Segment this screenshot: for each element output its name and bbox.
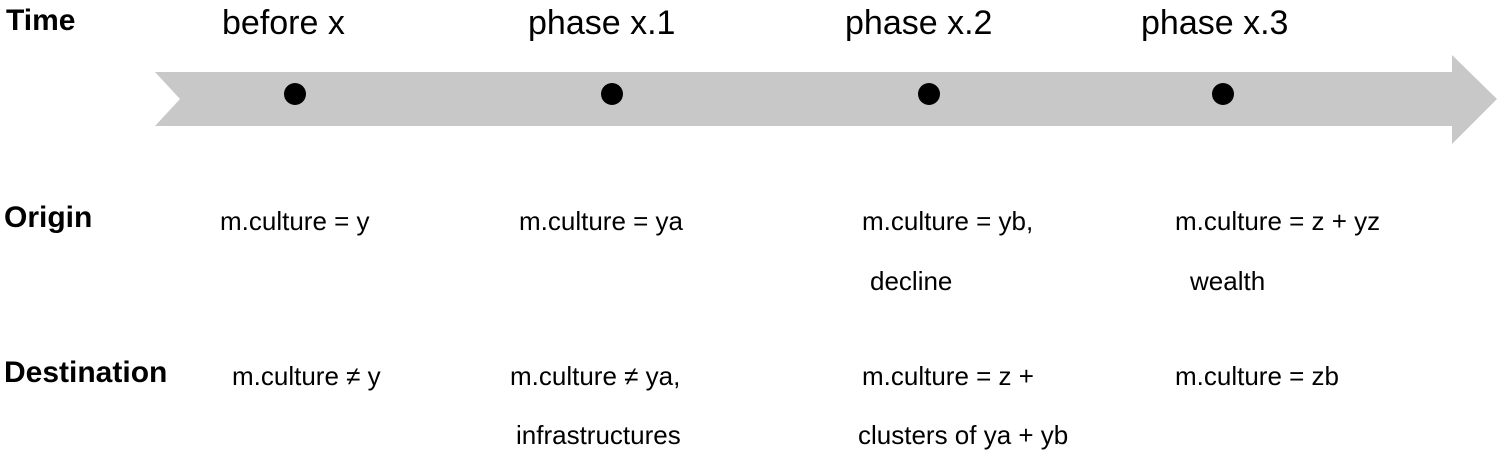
timeline-arrow-shape (155, 55, 1497, 144)
row-label-time: Time (6, 4, 76, 37)
destination-before-x: m.culture ≠ y (232, 361, 381, 391)
phase-marker-phase-x2 (918, 83, 940, 105)
phase-marker-before-x (284, 83, 306, 105)
phase-marker-phase-x1 (601, 83, 623, 105)
row-label-origin: Origin (4, 201, 93, 234)
destination-phase-x1-line1: m.culture ≠ ya, (510, 361, 681, 391)
origin-phase-x2-line2: decline (870, 266, 953, 296)
origin-phase-x3-line1: m.culture = z + yz (1175, 206, 1381, 236)
destination-phase-x3: m.culture = zb (1175, 361, 1340, 391)
origin-before-x: m.culture = y (220, 206, 370, 236)
phase-label-before-x: before x (222, 4, 345, 42)
row-label-destination: Destination (4, 356, 168, 389)
phase-label-phase-x1: phase x.1 (528, 4, 676, 42)
destination-phase-x2-line2: clusters of ya + yb (858, 420, 1069, 450)
origin-phase-x1: m.culture = ya (519, 206, 684, 236)
phase-label-phase-x2: phase x.2 (845, 4, 993, 42)
origin-phase-x3-line2: wealth (1190, 266, 1266, 296)
destination-phase-x1-line2: infrastructures (516, 420, 681, 450)
phase-marker-phase-x3 (1212, 83, 1234, 105)
destination-phase-x2-line1: m.culture = z + (862, 361, 1034, 391)
phase-label-phase-x3: phase x.3 (1141, 4, 1289, 42)
origin-phase-x2-line1: m.culture = yb, (862, 206, 1034, 236)
